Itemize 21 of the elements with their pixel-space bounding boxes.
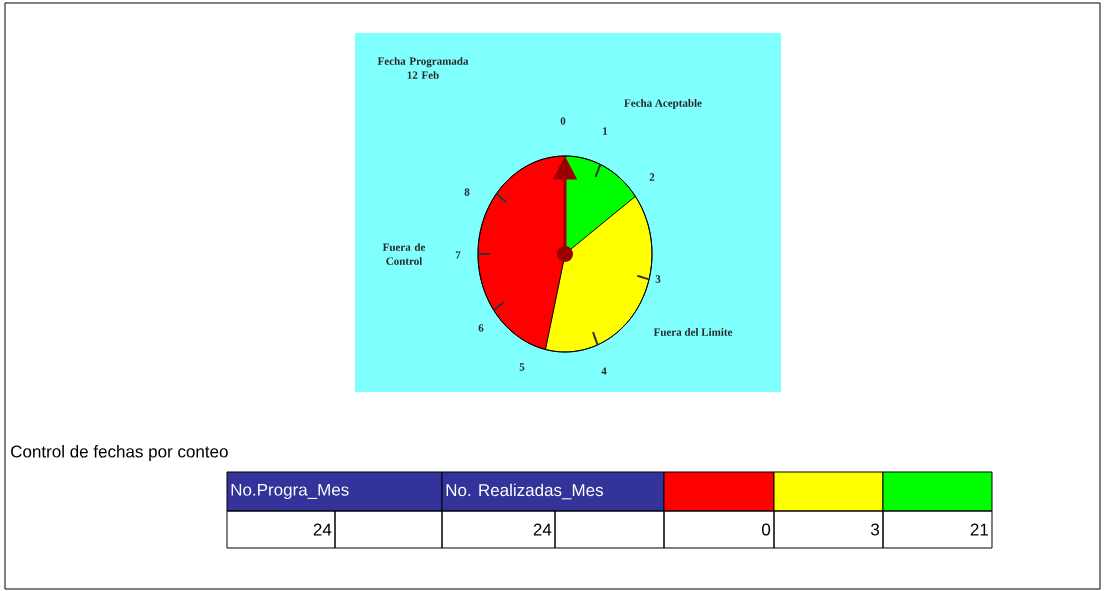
- table-title: Control de fechas por conteo: [11, 445, 228, 461]
- table-cell: 24: [226, 510, 336, 549]
- dial-number: 5: [519, 363, 525, 371]
- header-cell: No.Progra_Mes: [226, 471, 443, 512]
- table-cell: 21: [882, 510, 993, 549]
- table-cell: 3: [773, 510, 884, 549]
- gauge-label: Fecha Aceptable: [624, 99, 702, 109]
- table-cell: 24: [441, 510, 556, 549]
- dial-number: 7: [455, 251, 461, 259]
- dial-number: 3: [655, 275, 661, 283]
- gauge-label: Fuera del Limite: [653, 328, 733, 336]
- header-cell: No. Realizadas_Mes: [441, 471, 665, 512]
- dial-number: 8: [464, 188, 470, 196]
- gauge-label: Fuera de Control: [382, 243, 426, 265]
- dial-number: 4: [601, 367, 607, 375]
- gauge-label: Fecha Programada 12 Feb: [377, 57, 469, 79]
- dial-number: 2: [649, 173, 655, 181]
- dial-number: 6: [478, 324, 484, 332]
- dial-number: 1: [603, 127, 608, 135]
- dial-number: 0: [560, 117, 566, 125]
- table-cell: 0: [663, 510, 775, 549]
